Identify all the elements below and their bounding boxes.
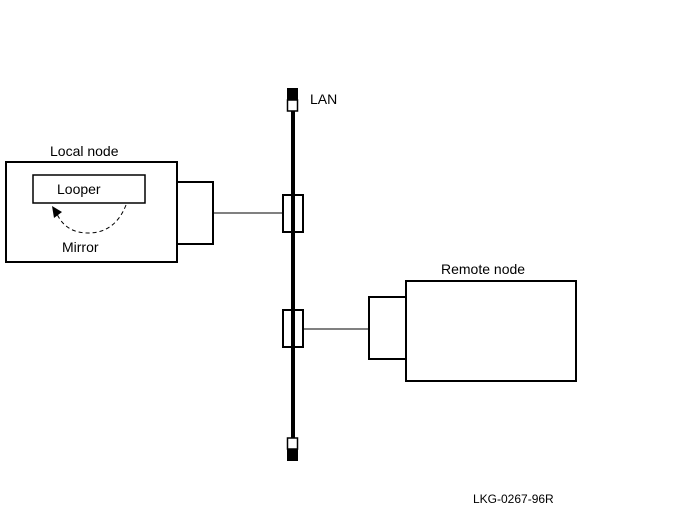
remote-node-interface: [368, 296, 407, 360]
mirror-loop-arrow: [56, 204, 127, 234]
remote-node-box: [405, 280, 577, 382]
mirror-label: Mirror: [62, 239, 99, 255]
looper-label: Looper: [57, 181, 101, 197]
lan-label: LAN: [310, 91, 337, 107]
remote-node-title: Remote node: [441, 261, 525, 277]
local-node-interface: [176, 181, 214, 245]
lan-bottom-terminator: [286, 437, 299, 461]
local-node-title: Local node: [50, 143, 119, 159]
lan-top-terminator: [286, 88, 299, 112]
figure-code: LKG-0267-96R: [473, 492, 554, 506]
arrowhead-icon: [52, 206, 62, 218]
looper-box: [32, 174, 146, 204]
